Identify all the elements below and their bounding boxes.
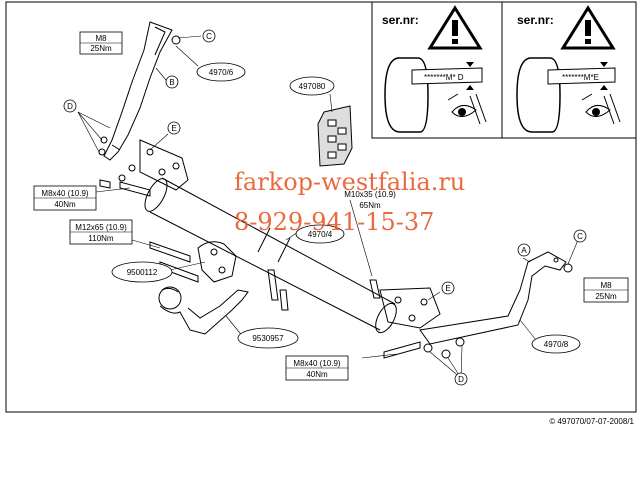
torque-m8x40-left-value: 40Nm [54,200,76,209]
torque-m8x40-left-size: M8x40 (10.9) [41,189,88,198]
callout-e-top-label: E [171,124,176,133]
callout-a-label: A [521,246,527,255]
plate-text-2: *******M*E [562,73,599,82]
torque-m12x65-size: M12x65 (10.9) [75,223,127,232]
watermark-site: farkop-westfalia.ru [234,168,465,196]
diagram-frame [5,1,637,413]
warning-panel-left: ser.nr: *******M* D [371,1,503,139]
callout-e-mid-label: E [445,284,450,293]
cross-beam-49704 [144,177,397,334]
tow-bar-tag-icon [384,57,429,133]
part-callout-49708 [531,334,581,354]
callout-c-right [573,229,587,243]
part-callout-9500112 [111,261,173,283]
callout-d-left [63,99,77,113]
sernr-label-2: ser.nr: [517,13,554,27]
torque-m8-right-size: M8 [600,281,612,290]
watermark-phone: 8-929-941-15-37 [234,208,434,236]
callout-d-bottom-label: D [458,375,464,384]
part-callout-49704 [295,224,345,244]
socket-plate [197,241,237,283]
part-497080-label: 497080 [299,82,326,91]
part-49706-label: 4970/6 [209,68,234,77]
callout-d-left-label: D [67,102,73,111]
part-49704-label: 4970/4 [308,230,333,239]
part-9530957-label: 9530957 [252,334,284,343]
part-49708-label: 4970/8 [544,340,569,349]
callout-b-label: B [169,78,174,87]
tow-ball [158,286,249,335]
side-plate-left [139,139,189,191]
tow-bar-tag-icon [516,57,561,133]
eye-icon [447,93,487,125]
copyright-note: © 497070/07-07-2008/1 [549,417,634,426]
torque-m8-top-size: M8 [95,34,107,43]
torque-m8-top-value: 25Nm [90,44,112,53]
eye-icon [581,93,621,125]
callout-e-top [167,121,181,135]
bracket-b [103,21,173,161]
torque-m10x35-value: 65Nm [359,201,381,210]
part-callout-9530957 [237,327,299,349]
plate-text-1: *******M* D [424,73,464,82]
callout-c-right-label: C [577,232,583,241]
side-plate-right [379,287,441,329]
sernr-label-1: ser.nr: [382,13,419,27]
callout-b [165,75,179,89]
warning-triangle-icon [560,5,616,50]
callout-e-mid [441,281,455,295]
part-callout-49706 [196,62,246,82]
torque-m8x40-bottom-value: 40Nm [306,370,328,379]
warning-triangle-icon [427,5,483,50]
part-497080-plate [317,105,353,167]
part-callout-497080 [289,76,335,96]
part-9500112-label: 9500112 [127,268,158,277]
callout-a [517,243,531,257]
warning-panel-right: ser.nr: *******M*E [501,1,637,139]
callout-d-bottom [454,372,468,386]
torque-m10x35-size: M10x35 (10.9) [344,190,396,199]
torque-m8x40-bottom-size: M8x40 (10.9) [293,359,340,368]
torque-m12x65-value: 110Nm [88,234,114,243]
callout-c-top-label: C [206,32,212,41]
callout-c-top [202,29,216,43]
torque-m8-right-value: 25Nm [595,292,617,301]
bracket-a [419,251,567,345]
